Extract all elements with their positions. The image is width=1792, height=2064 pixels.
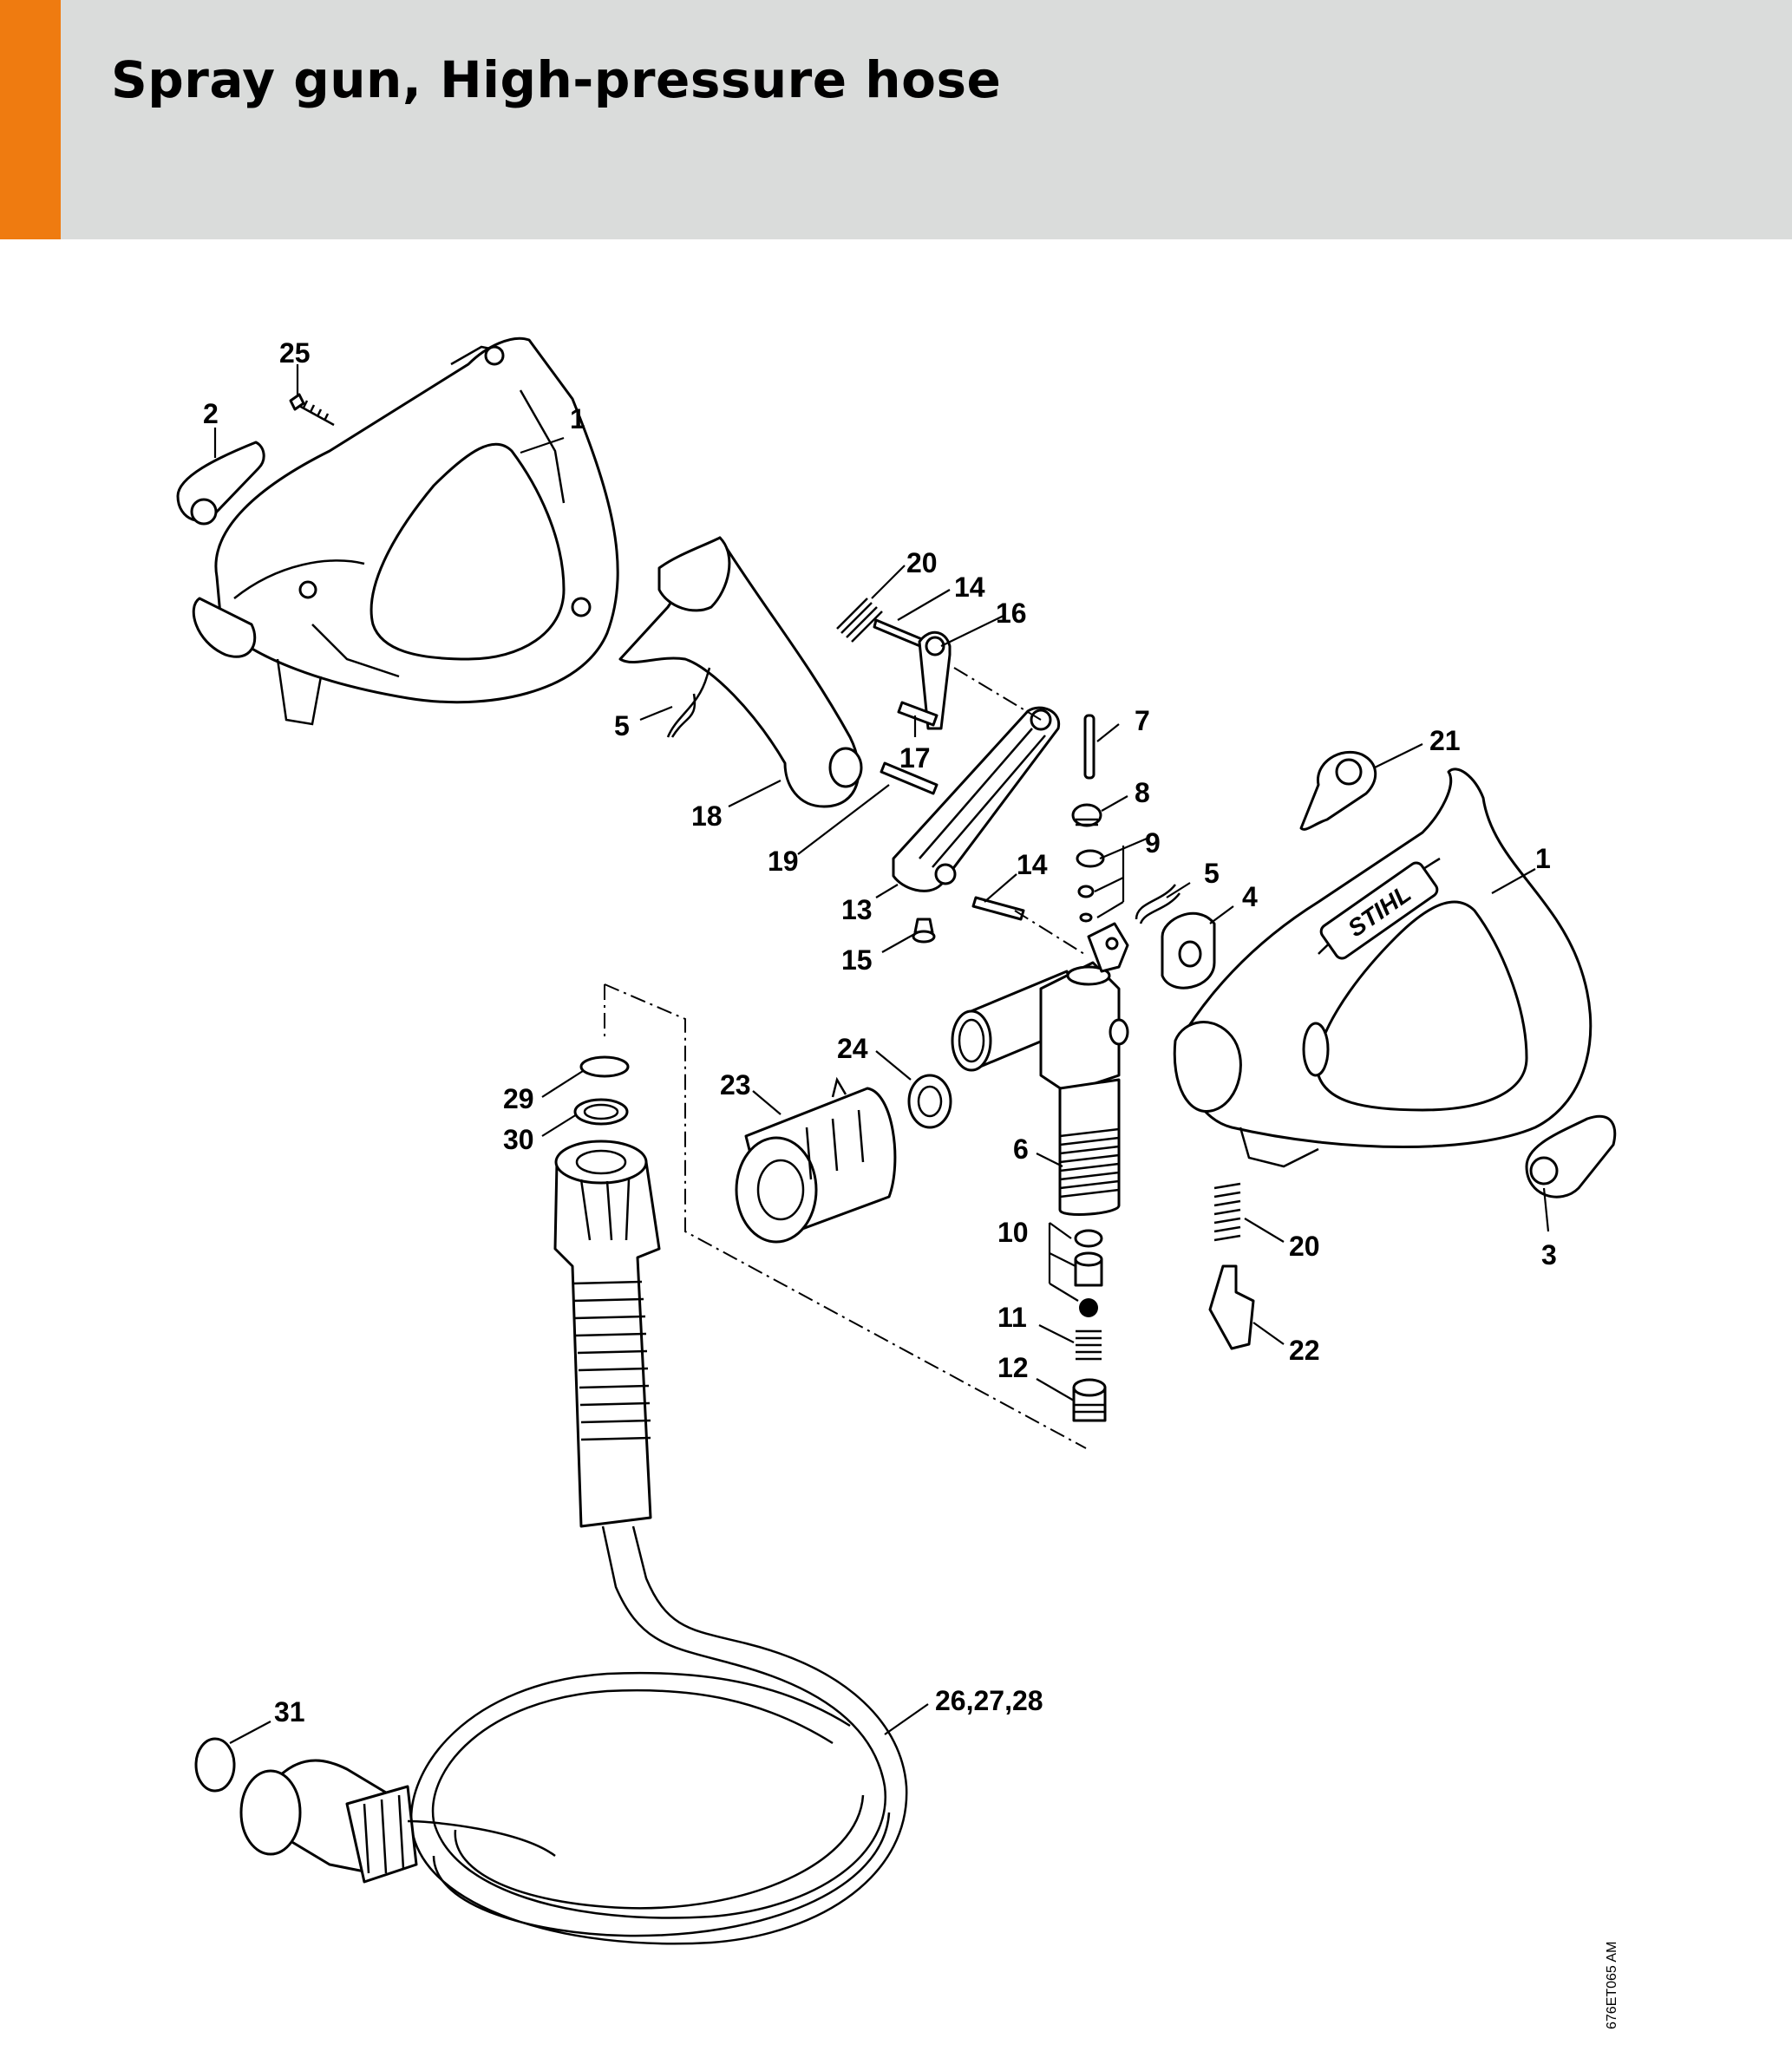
callout-labels: 1 2 25 20 14 16 5 17 7 21 18 8 19 9 1 5 … [203,337,1557,1728]
part-6-valve-body [951,922,1129,1216]
callout-5-left: 5 [614,710,630,741]
part-12-nut [1072,1378,1107,1422]
callout-18: 18 [691,800,723,832]
part-21-cap [1299,750,1377,831]
part-13-lever [892,706,1061,892]
leader-lines [213,364,1550,1744]
part-7-pin [1083,714,1095,780]
alignment-lines [604,667,1087,1449]
callout-23: 23 [720,1069,751,1101]
part-11-spring [1076,1329,1102,1361]
part-24-seal-ring [907,1074,952,1129]
part-19-pin [880,761,939,795]
callout-8: 8 [1135,777,1150,808]
part-17-pin [897,701,939,727]
part-18-trigger [618,536,863,808]
part-31-o-ring [194,1737,236,1793]
callout-21: 21 [1429,725,1461,756]
part-1-handle-half-right: STIHL [1173,767,1593,1168]
callout-24: 24 [837,1033,868,1064]
part-14-pin-lower [971,896,1025,921]
callout-26-27-28: 26,27,28 [935,1685,1043,1716]
callout-29: 29 [503,1083,534,1114]
callout-12: 12 [997,1352,1029,1383]
part-8-nut [1071,803,1102,827]
callout-6: 6 [1013,1133,1029,1165]
part-20-spring-lower [1213,1182,1241,1242]
part-9-seals [1076,849,1105,923]
part-23-sleeve [735,1076,897,1244]
callout-13: 13 [841,894,873,925]
part-22-catch [1208,1264,1255,1350]
callout-25: 25 [279,337,311,369]
callout-20-lower: 20 [1289,1231,1320,1262]
callout-31: 31 [274,1696,305,1728]
callout-2: 2 [203,398,219,429]
callout-22: 22 [1289,1335,1320,1366]
part-3-latch [1525,1114,1617,1199]
callout-20-upper: 20 [906,547,938,578]
callout-10: 10 [997,1217,1029,1248]
part-20-spring-upper [836,598,883,643]
part-30-ring [573,1098,629,1126]
callout-1-right: 1 [1535,843,1551,874]
callout-30: 30 [503,1124,534,1155]
callout-11: 11 [997,1302,1027,1333]
part-2-latch [176,441,265,526]
figure-code: 676ET065 AM [1605,1941,1619,2029]
callout-14-lower: 14 [1017,849,1048,880]
part-5-clip-right [1135,884,1180,924]
part-10-valve-seal-set [1074,1229,1103,1317]
callout-1-upper-left: 1 [570,403,585,434]
part-1-handle-half-left [192,336,619,726]
callout-16: 16 [996,598,1027,629]
callout-5-right: 5 [1204,858,1220,889]
part-25-screw [289,393,335,427]
part-5-clip-left [666,667,711,738]
callout-14-upper: 14 [954,572,985,603]
part-16-link [918,630,952,730]
header-accent-bar [0,0,61,239]
header-band [0,0,1792,239]
page-title: Spray gun, High-pressure hose [111,50,1002,109]
callout-19: 19 [768,846,799,877]
part-15-screw [912,918,936,944]
callout-9: 9 [1145,827,1161,859]
part-4-washer [1161,911,1216,990]
callout-15: 15 [841,944,873,976]
part-29-o-ring [579,1055,630,1078]
callout-7: 7 [1135,705,1150,736]
callout-4: 4 [1242,881,1258,912]
callout-17: 17 [899,742,931,774]
part-26-27-28-hose [239,1140,908,1945]
callout-3: 3 [1541,1239,1557,1270]
